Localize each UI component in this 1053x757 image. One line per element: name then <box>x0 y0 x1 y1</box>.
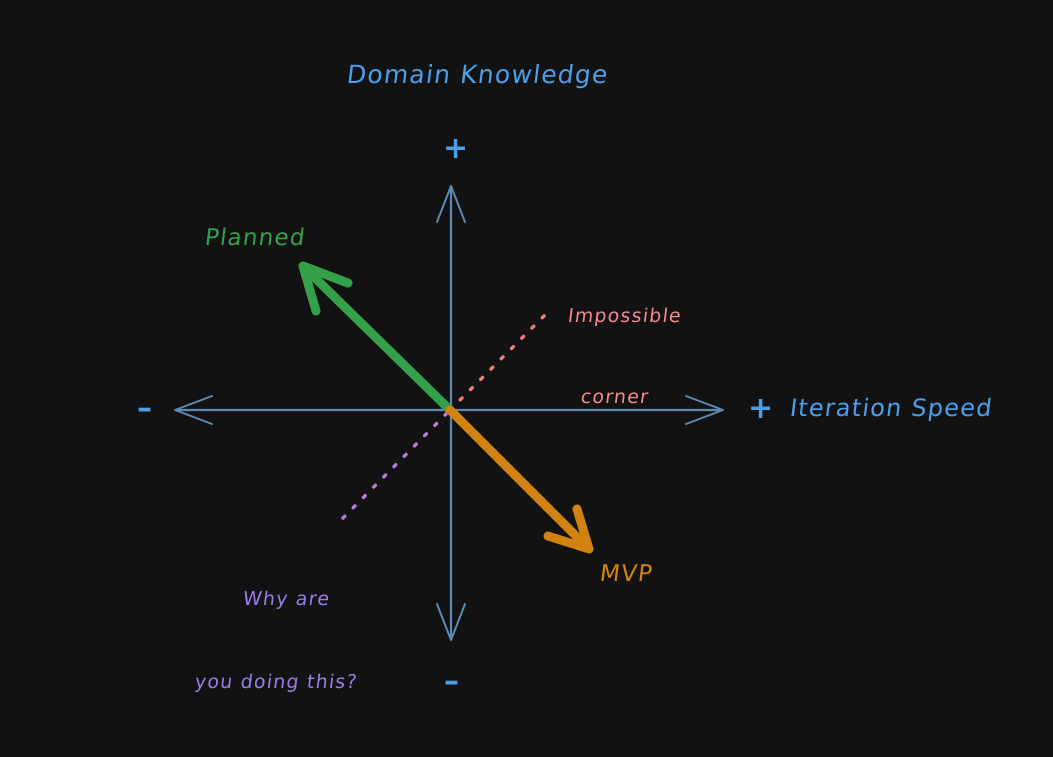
axis-sign-plus-right: + <box>748 391 774 426</box>
planned-vector-arrow <box>298 261 455 415</box>
mvp-arrow-shaft <box>445 405 588 548</box>
tradeoff-diagonal-dotted-line <box>341 307 553 520</box>
axis-arrowhead-right-icon <box>685 395 724 425</box>
planned-label: Planned <box>203 225 308 251</box>
diagonal-segment-salmon <box>448 307 553 412</box>
why-are-you-doing-this-line-2: you doing this? <box>193 670 360 693</box>
mvp-arrowhead-icon <box>543 504 594 554</box>
impossible-corner-line-2: corner <box>579 385 651 408</box>
axis-label-x: Iteration Speed <box>788 394 995 422</box>
axis-arrowhead-down-icon <box>436 603 466 641</box>
mvp-label: MVP <box>598 561 655 587</box>
planned-arrow-shaft <box>304 267 455 415</box>
impossible-corner-line-1: Impossible <box>566 304 684 327</box>
axis-sign-minus-left: – <box>137 391 152 426</box>
mvp-vector-arrow <box>445 405 594 554</box>
planned-arrowhead-icon <box>298 261 353 316</box>
axis-sign-minus-bottom: – <box>444 664 459 699</box>
diagonal-segment-purple <box>341 408 452 520</box>
why-are-you-doing-this-annotation: Why are you doing this? <box>186 531 376 751</box>
axis-sign-plus-top: + <box>443 131 469 166</box>
axis-arrowhead-left-icon <box>174 395 213 425</box>
axis-arrowhead-up-icon <box>436 185 466 223</box>
page-title: Domain Knowledge <box>345 60 611 89</box>
why-are-you-doing-this-line-1: Why are <box>241 588 332 611</box>
